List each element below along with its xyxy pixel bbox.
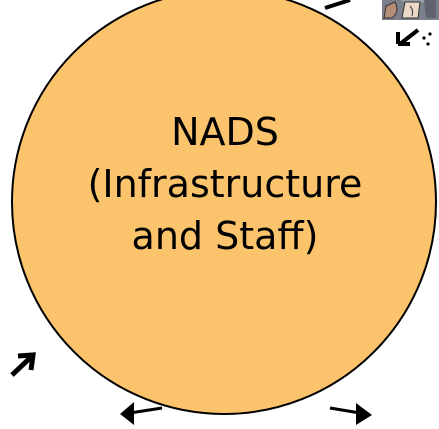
arrow-top-right	[324, 0, 351, 10]
arrow-bottom-left	[120, 402, 163, 425]
arrow-upper-right-small	[396, 28, 432, 46]
arrow-lower-left	[10, 352, 36, 377]
hub-circle	[11, 0, 437, 415]
hub-label-line-1: NADS	[171, 110, 279, 154]
hub-label-line-3: and Staff)	[131, 214, 319, 258]
arrow-bottom-right	[329, 403, 372, 425]
hub-label: NADS (Infrastructure and Staff)	[40, 106, 410, 262]
person-with-folder-icon	[382, 0, 439, 20]
hub-label-line-2: (Infrastructure	[87, 162, 363, 206]
